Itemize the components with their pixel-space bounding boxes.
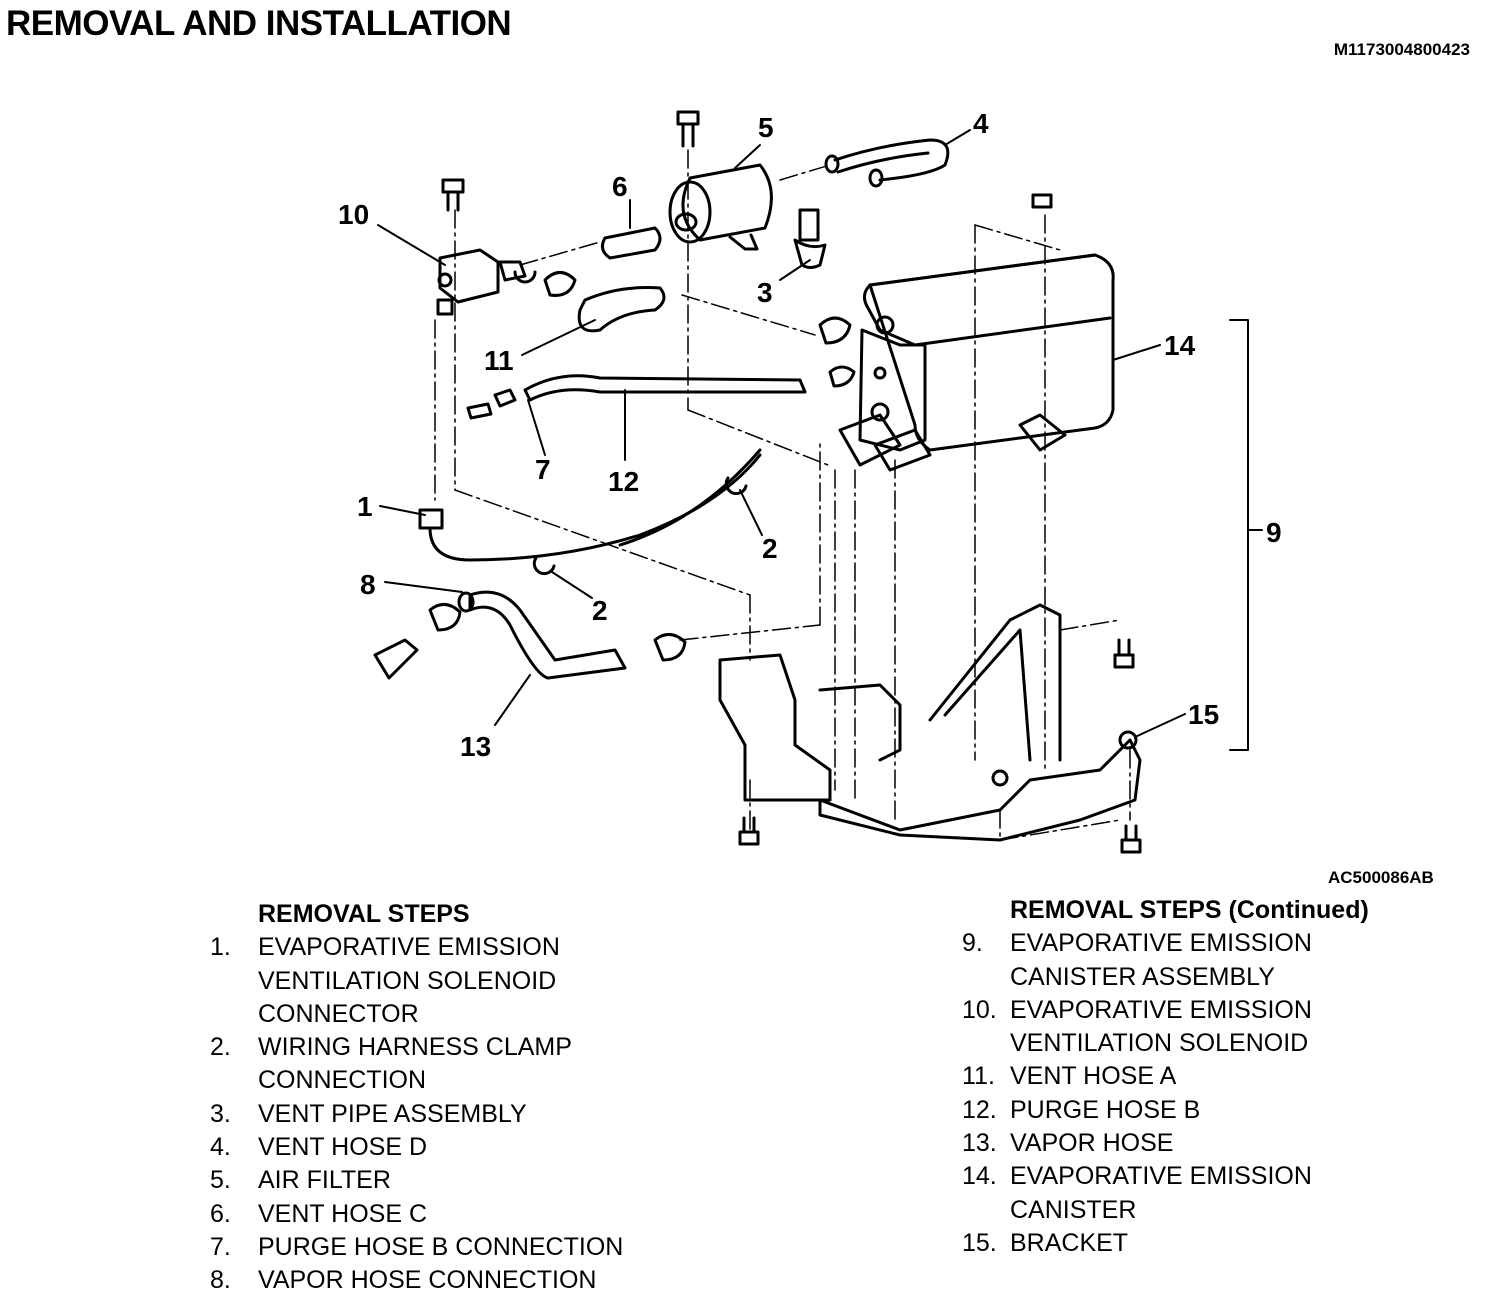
step-text: WIRING HARNESS CLAMP (258, 1033, 572, 1062)
callout-9: 9 (1266, 517, 1282, 548)
bracket (718, 603, 1142, 842)
step-text: VENTILATION SOLENOID (1010, 1029, 1309, 1058)
air-filter (668, 163, 773, 251)
callout-11: 11 (484, 345, 514, 376)
step-item: 15. BRACKET (962, 1227, 1369, 1260)
removal-steps-continued-header: REMOVAL STEPS (Continued) (1010, 896, 1369, 924)
step-text: VAPOR HOSE (1010, 1129, 1174, 1158)
step-item: 1. EVAPORATIVE EMISSION (210, 931, 623, 964)
step-text: VENTILATION SOLENOID (258, 966, 557, 995)
step-text: EVAPORATIVE EMISSION (258, 933, 560, 962)
step-item: VENTILATION SOLENOID (962, 1027, 1369, 1060)
step-item: 11. VENT HOSE A (962, 1060, 1369, 1093)
exploded-diagram: 1 2 2 3 4 5 6 7 8 9 10 11 12 13 14 15 (338, 108, 1282, 854)
step-number: 13. (962, 1129, 997, 1158)
step-text: CONNECTOR (258, 999, 419, 1028)
step-number: 1. (210, 933, 231, 962)
step-item: 13. VAPOR HOSE (962, 1127, 1369, 1160)
canister (818, 253, 1115, 472)
step-number: 5. (210, 1166, 231, 1195)
step-text: CANISTER ASSEMBLY (1010, 962, 1275, 991)
step-number: 11. (962, 1062, 995, 1091)
step-text: VENT PIPE ASSEMBLY (258, 1099, 527, 1128)
callout-8: 8 (360, 569, 376, 600)
step-item: 5. AIR FILTER (210, 1164, 623, 1197)
callout-6: 6 (612, 171, 628, 202)
step-number: 6. (210, 1199, 231, 1228)
callout-10: 10 (338, 199, 369, 230)
step-text: VENT HOSE C (258, 1199, 428, 1228)
step-text: PURGE HOSE B CONNECTION (258, 1232, 624, 1261)
step-item: CONNECTOR (210, 998, 623, 1031)
step-item: 10. EVAPORATIVE EMISSION (962, 994, 1369, 1027)
step-text: AIR FILTER (258, 1166, 391, 1195)
step-item: VENTILATION SOLENOID (210, 965, 623, 998)
callout-12: 12 (608, 466, 639, 497)
removal-steps-continued-list: REMOVAL STEPS (Continued) 9. EVAPORATIVE … (962, 894, 1369, 1260)
step-number: 9. (962, 929, 983, 958)
callout-1: 1 (357, 491, 373, 522)
step-item: 7. PURGE HOSE B CONNECTION (210, 1231, 623, 1264)
callout-labels: 1 2 2 3 4 5 6 7 8 9 10 11 12 13 14 15 (338, 108, 1282, 762)
step-text: VENT HOSE A (1010, 1062, 1177, 1091)
callout-14: 14 (1164, 330, 1196, 361)
step-number: 14. (962, 1162, 997, 1191)
step-text: CANISTER (1010, 1195, 1137, 1224)
page-title: REMOVAL AND INSTALLATION (6, 4, 512, 43)
document-id: M1173004800423 (1333, 40, 1470, 59)
step-text: EVAPORATIVE EMISSION (1010, 1162, 1312, 1191)
figure-id: AC500086AB (1328, 868, 1434, 887)
callout-15: 15 (1188, 699, 1219, 730)
callout-2a: 2 (762, 533, 778, 564)
callout-2b: 2 (592, 595, 608, 626)
step-number: 3. (210, 1099, 231, 1128)
step-number: 15. (962, 1228, 997, 1257)
bolt-icon (441, 110, 1142, 854)
step-text: CONNECTION (258, 1066, 427, 1095)
step-item: CANISTER ASSEMBLY (962, 961, 1369, 994)
callout-13: 13 (460, 731, 491, 762)
step-item: CANISTER (962, 1194, 1369, 1227)
step-number: 4. (210, 1133, 231, 1162)
callout-7: 7 (535, 454, 551, 485)
step-item: 12. PURGE HOSE B (962, 1094, 1369, 1127)
step-item: CONNECTION (210, 1064, 623, 1097)
leader-lines (377, 129, 1263, 751)
step-number: 12. (962, 1095, 997, 1124)
step-text: VENT HOSE D (258, 1133, 428, 1162)
removal-steps-list: REMOVAL STEPS 1. EVAPORATIVE EMISSION VEN… (210, 898, 623, 1298)
step-number: 10. (962, 995, 997, 1024)
removal-steps-header: REMOVAL STEPS (258, 900, 470, 928)
step-text: PURGE HOSE B (1010, 1095, 1201, 1124)
callout-4: 4 (973, 108, 989, 139)
step-text: EVAPORATIVE EMISSION (1010, 995, 1312, 1024)
callout-5: 5 (758, 112, 774, 143)
alignment-lines (434, 149, 1131, 841)
callout-3: 3 (757, 277, 773, 308)
step-text: EVAPORATIVE EMISSION (1010, 929, 1312, 958)
step-item: 2. WIRING HARNESS CLAMP (210, 1031, 623, 1064)
step-item: 9. EVAPORATIVE EMISSION (962, 927, 1369, 960)
step-number: 7. (210, 1232, 231, 1261)
step-item: 14. EVAPORATIVE EMISSION (962, 1160, 1369, 1193)
step-item: 8. VAPOR HOSE CONNECTION (210, 1264, 623, 1297)
step-text: VAPOR HOSE CONNECTION (258, 1266, 597, 1295)
step-number: 8. (210, 1266, 231, 1295)
step-item: 6. VENT HOSE C (210, 1198, 623, 1231)
step-item: 4. VENT HOSE D (210, 1131, 623, 1164)
step-number: 2. (210, 1033, 231, 1062)
step-text: BRACKET (1010, 1228, 1129, 1257)
step-item: 3. VENT PIPE ASSEMBLY (210, 1098, 623, 1131)
